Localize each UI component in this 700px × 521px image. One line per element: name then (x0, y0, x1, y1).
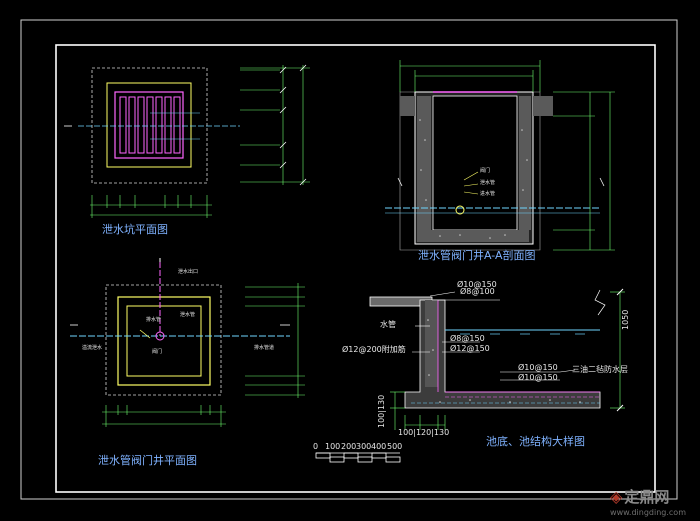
scale-label-200: 200 (341, 442, 357, 451)
well-section-drawing (385, 60, 615, 251)
scale-label-0: 0 (313, 442, 319, 451)
callout-d12-150: Ø12@150 (450, 344, 490, 353)
callout-d8-100: Ø8@100 (460, 287, 495, 296)
dim-bottom: 100|120|130 (398, 428, 450, 437)
dim-left: 100|130 (377, 394, 386, 428)
callout-d8-150: Ø8@150 (450, 334, 485, 343)
well-plan-drawing (70, 258, 305, 427)
callout-d10-150-b: Ø10@150 (518, 373, 558, 382)
well-plan-title: 泄水管阀门井平面图 (98, 454, 197, 467)
pool-detail-drawing (369, 288, 625, 430)
well-plan-note-drain: 泄水管 (180, 312, 196, 318)
watermark: ◈定鼎网 www.dingding.com (610, 486, 686, 517)
pit-plan-drawing (64, 64, 310, 218)
well-section-title: 泄水管阀门井A-A剖面图 (418, 249, 536, 262)
watermark-url: www.dingding.com (610, 508, 686, 517)
well-section-note-inlet: 进水管 (480, 191, 496, 197)
scale-label-100: 100 (325, 442, 341, 451)
well-plan-note-left: 溢流泄水 (82, 345, 103, 351)
scale-label-400: 400 (371, 442, 387, 451)
scale-bar (315, 452, 401, 463)
scale-label-500: 500 (387, 442, 403, 451)
watermark-brand: 定鼎网 (624, 488, 670, 506)
pit-plan-title: 泄水坑平面图 (102, 223, 168, 236)
well-section-note-drain: 泄水管 (480, 180, 496, 186)
callout-d10-150-a: Ø10@150 (518, 363, 558, 372)
callout-d10-150-top: Ø10@150 (457, 280, 497, 289)
callout-waterproof-layer: 三油二毡防水层 (572, 365, 628, 374)
brand-logo-icon: ◈ (610, 487, 623, 506)
sheet-inner-frame (55, 44, 656, 493)
well-plan-note-top: 泄水出口 (178, 269, 199, 275)
well-section-note-valve: 阀门 (480, 168, 491, 174)
scale-label-300: 300 (356, 442, 372, 451)
dim-1050: 1050 (621, 309, 630, 330)
pool-detail-title: 池底、池结构大样图 (486, 435, 585, 448)
well-plan-note-pipe: 排水管 (146, 317, 162, 323)
callout-d12-200-extra: Ø12@200附加筋 (342, 345, 406, 354)
well-plan-note-valve: 阀门 (152, 349, 163, 355)
well-plan-note-right: 排水管道 (254, 345, 275, 351)
callout-water-pipe: 水管 (380, 320, 396, 329)
sheet-outer-frame (20, 19, 678, 500)
